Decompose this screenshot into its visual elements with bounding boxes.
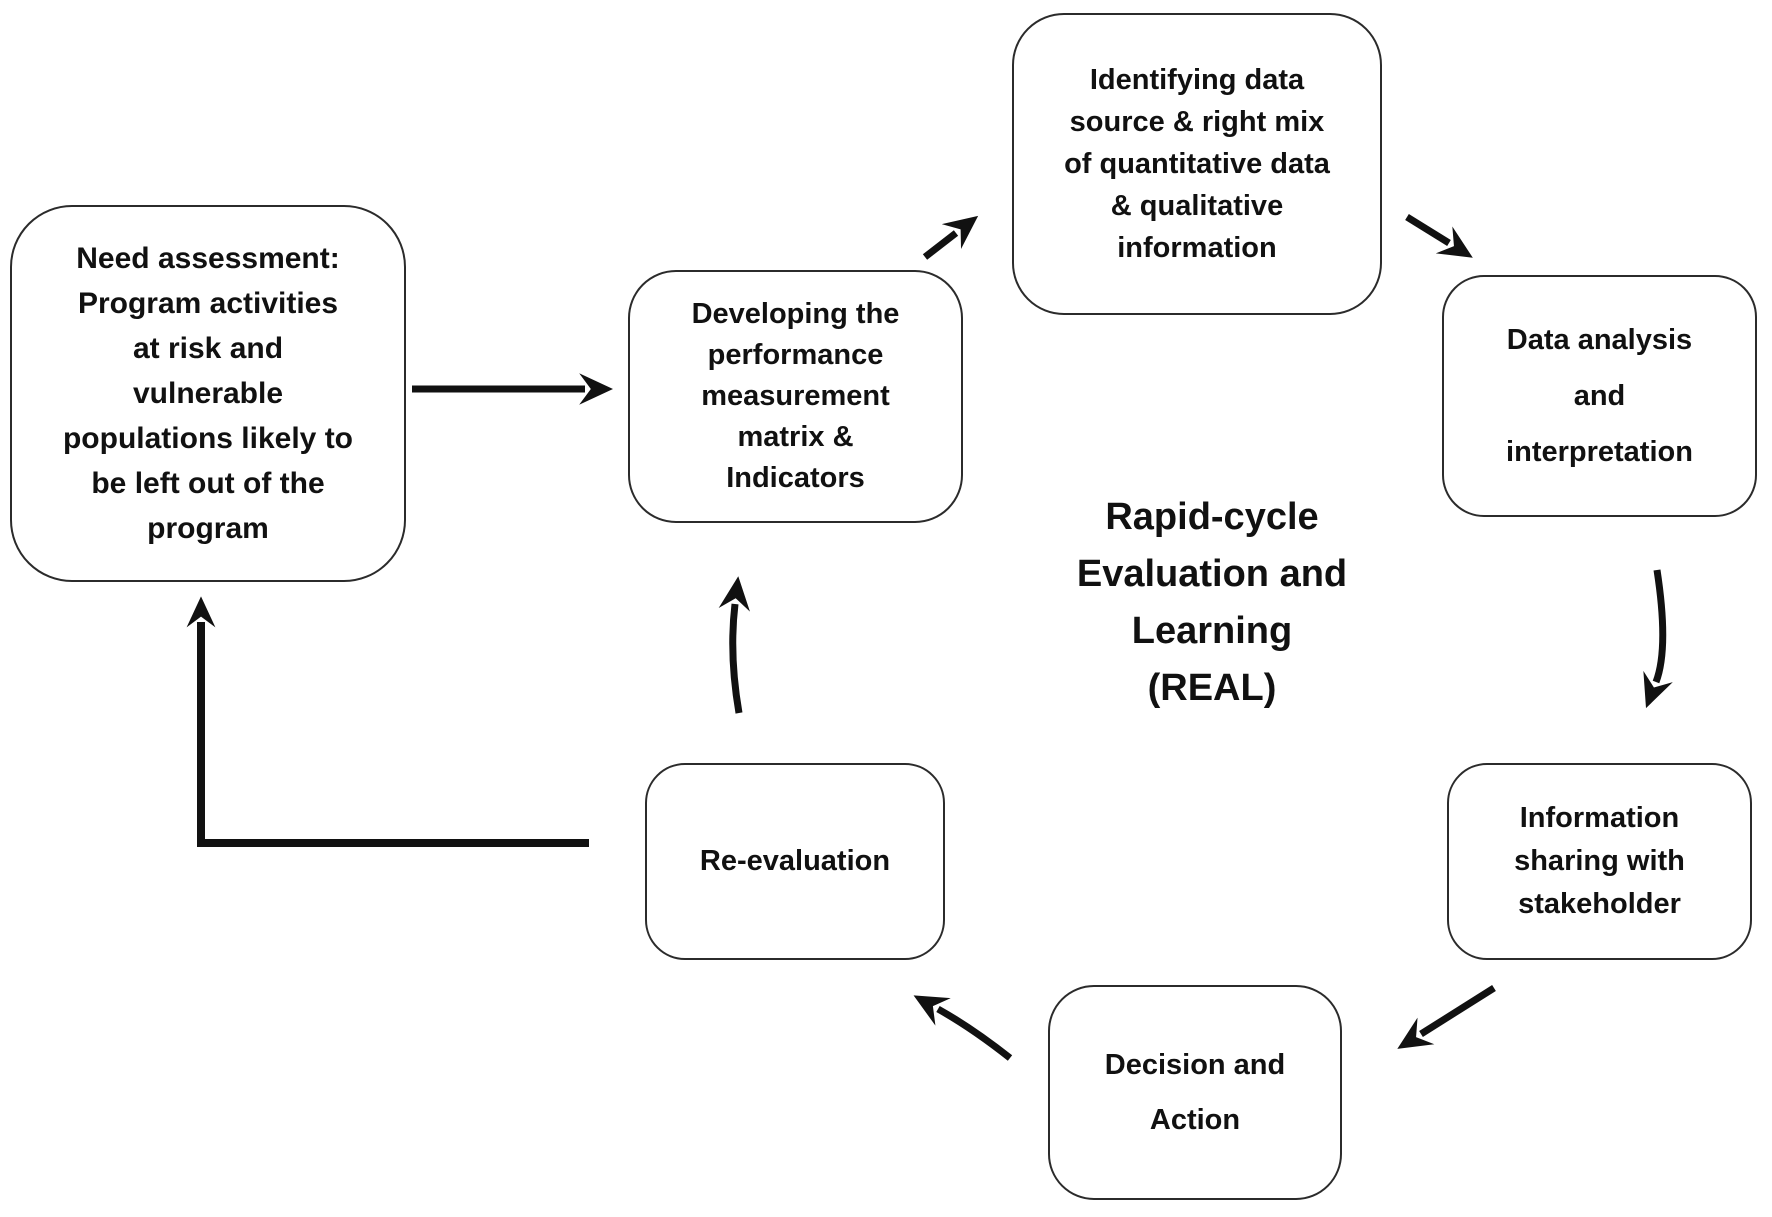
arrow-identifying-to-analysis <box>1405 214 1473 258</box>
node-data-analysis: Data analysis and interpretation <box>1442 275 1757 517</box>
arrow-sharing-to-decision <box>1397 985 1496 1049</box>
node-need-assessment-label: Need assessment: Program activities at r… <box>62 242 354 545</box>
arrow-analysis-to-sharing <box>1643 569 1673 709</box>
node-re-evaluation-label: Re-evaluation <box>699 845 891 877</box>
node-identifying-data-label: Identifying data source & right mix of q… <box>1064 64 1330 264</box>
node-information-sharing-label: Information sharing with stakeholder <box>1514 802 1685 920</box>
diagram-title: Rapid-cycle Evaluation and Learning (REA… <box>1076 496 1348 709</box>
arrow-developing-to-identifying <box>922 215 979 260</box>
node-re-evaluation: Re-evaluation <box>645 763 945 960</box>
node-decision-action-label: Decision and Action <box>1104 1048 1286 1136</box>
arrow-reevaluation-to-developing <box>718 576 750 714</box>
node-data-analysis-label: Data analysis and interpretation <box>1506 324 1693 468</box>
node-developing-matrix: Developing the performance measurement m… <box>628 270 963 523</box>
arrow-reevaluation-to-need <box>186 596 589 847</box>
node-need-assessment: Need assessment: Program activities at r… <box>10 205 406 582</box>
node-developing-matrix-label: Developing the performance measurement m… <box>691 298 900 494</box>
arrow-decision-to-reevaluation <box>913 995 1013 1061</box>
node-identifying-data: Identifying data source & right mix of q… <box>1012 13 1382 315</box>
node-decision-action: Decision and Action <box>1048 985 1342 1200</box>
node-information-sharing: Information sharing with stakeholder <box>1447 763 1752 960</box>
